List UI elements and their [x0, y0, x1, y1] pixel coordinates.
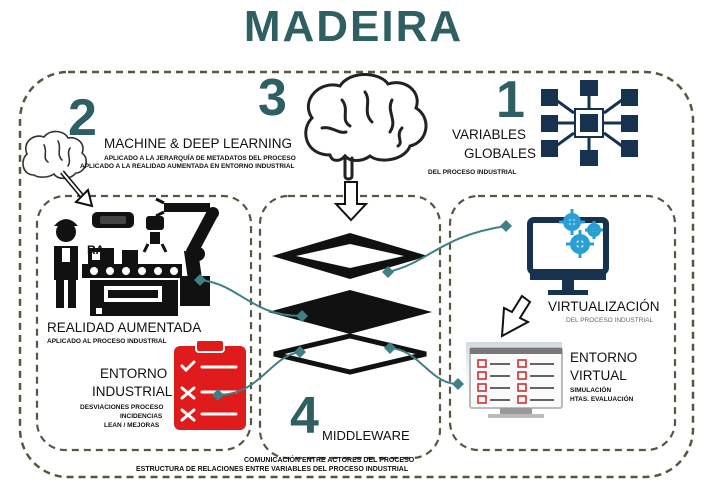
learning-number: 2 — [68, 89, 97, 147]
learning-label: MACHINE & DEEP LEARNING — [104, 136, 293, 151]
virtual-sub-2: HTAS. EVALUACIÓN — [570, 396, 634, 403]
brain-icon — [304, 73, 428, 181]
checklist-clipboard-icon — [174, 339, 246, 430]
variables-label-2: GLOBALES — [464, 146, 537, 161]
frame-industrial — [35, 194, 253, 452]
industrial-sub-3: LEAN / MEJORAS — [104, 422, 160, 429]
small-brain-icon — [22, 130, 88, 180]
connector-lines — [199, 225, 507, 396]
virtualization-sub: DEL PROCESO INDUSTRIAL — [566, 317, 654, 324]
virtualization-label: VIRTUALIZACIÓN — [548, 299, 660, 314]
learning-sub-1: APLICADO A LA JERARQUÍA DE METADATOS DEL… — [104, 155, 296, 162]
virtual-sub-1: SIMULACIÓN — [570, 387, 612, 394]
virtual-label-2: VIRTUAL — [570, 368, 627, 383]
connector-nodes — [194, 220, 512, 401]
variables-label-1: VARIABLES — [452, 127, 527, 142]
monitor-gears-icon — [527, 209, 609, 295]
middleware-sub-2: ESTRUCTURA DE RELACIONES ENTRE VARIABLES… — [136, 466, 409, 473]
brain-number: 3 — [258, 69, 287, 127]
layers-stack-icon — [268, 233, 432, 375]
augmented-label: REALIDAD AUMENTADA — [47, 320, 202, 335]
variables-number: 1 — [496, 71, 525, 129]
variables-sub: DEL PROCESO INDUSTRIAL — [428, 169, 517, 176]
arrow-brain-to-ra — [60, 170, 94, 208]
augmented-sub: APLICADO AL PROCESO INDUSTRIAL — [47, 338, 167, 345]
arrow-virtualization-to-virtual — [500, 294, 532, 338]
middleware-sub-1: COMUNICACIÓN ENTRE ACTORES DEL PROCESO — [244, 457, 415, 464]
ar-factory-icon — [54, 197, 219, 316]
monitor-checklist-icon — [466, 342, 563, 418]
middleware-number: 4 — [290, 387, 319, 445]
virtual-label-1: ENTORNO — [570, 350, 638, 365]
industrial-label-2: INDUSTRIAL — [92, 384, 173, 399]
industrial-label-1: ENTORNO — [100, 366, 168, 381]
middleware-label: MIDDLEWARE — [322, 428, 410, 443]
arrow-brain-to-middleware — [333, 181, 369, 222]
ra-tag: RA — [87, 243, 105, 257]
industrial-sub-2: INCIDENCIAS — [120, 413, 163, 420]
outer-frame — [18, 70, 695, 479]
learning-sub-2: APLICADO A LA REALIDAD AUMENTADA EN ENTO… — [80, 163, 295, 170]
industrial-sub-1: DESVIACIONES PROCESO — [80, 404, 164, 411]
frame-virtual — [448, 194, 677, 452]
diagram-title: MADEIRA — [243, 2, 464, 51]
hierarchy-network-icon — [541, 80, 638, 166]
